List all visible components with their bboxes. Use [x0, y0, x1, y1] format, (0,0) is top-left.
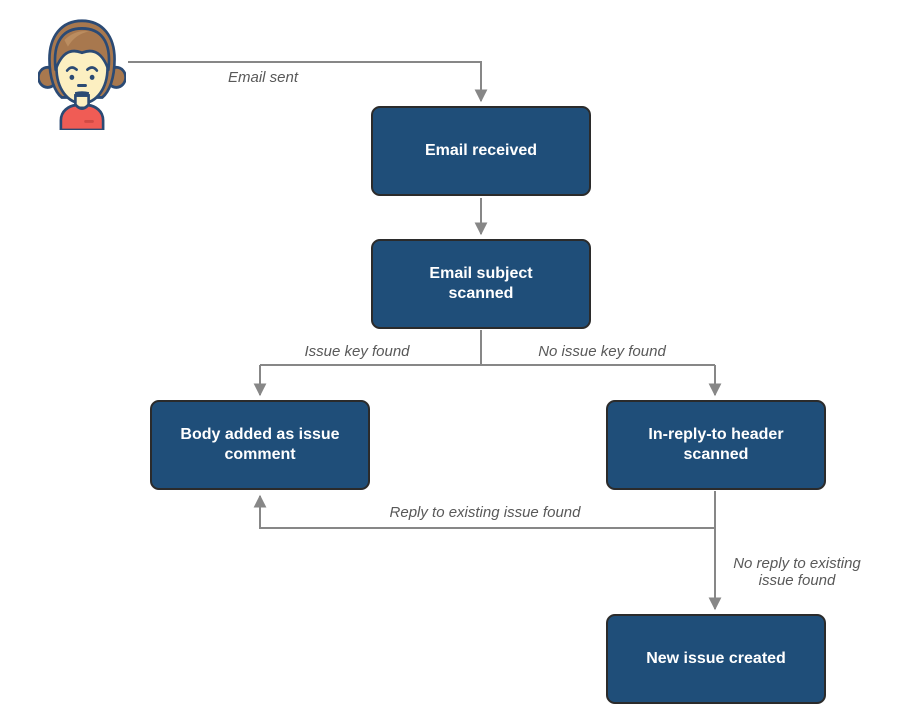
edge-label-no-issue-key-found: No issue key found [538, 343, 666, 360]
node-label: In-reply-to header [648, 426, 784, 443]
edge-reply-found [253, 494, 715, 529]
node-label: comment [224, 446, 296, 463]
node-label: Email received [424, 142, 538, 159]
edge-label-reply-to-existing-issue-found: Reply to existing issue found [389, 504, 581, 521]
node-label: Body added as issue [180, 426, 340, 443]
node-body-added-as-issue-comment: Body added as issue comment [150, 400, 370, 490]
edge-label-issue-key-found: Issue key found [304, 343, 410, 360]
node-email-subject-scanned: Email subject scanned [371, 239, 591, 329]
node-label: Email subject [429, 265, 533, 282]
node-in-reply-to-header-scanned: In-reply-to header scanned [606, 400, 826, 490]
node-new-issue-created: New issue created [606, 614, 826, 704]
node-label: New issue created [646, 650, 786, 667]
edge-email-sent [128, 61, 488, 103]
node-label: scanned [683, 446, 749, 463]
edge-label-no-reply-to-existing-issue-found: No reply to existing issue found [733, 555, 861, 589]
node-email-received: Email received [371, 106, 591, 196]
node-label: scanned [448, 285, 514, 302]
edge-label-email-sent: Email sent [227, 69, 299, 86]
woman-avatar-icon [38, 19, 126, 130]
